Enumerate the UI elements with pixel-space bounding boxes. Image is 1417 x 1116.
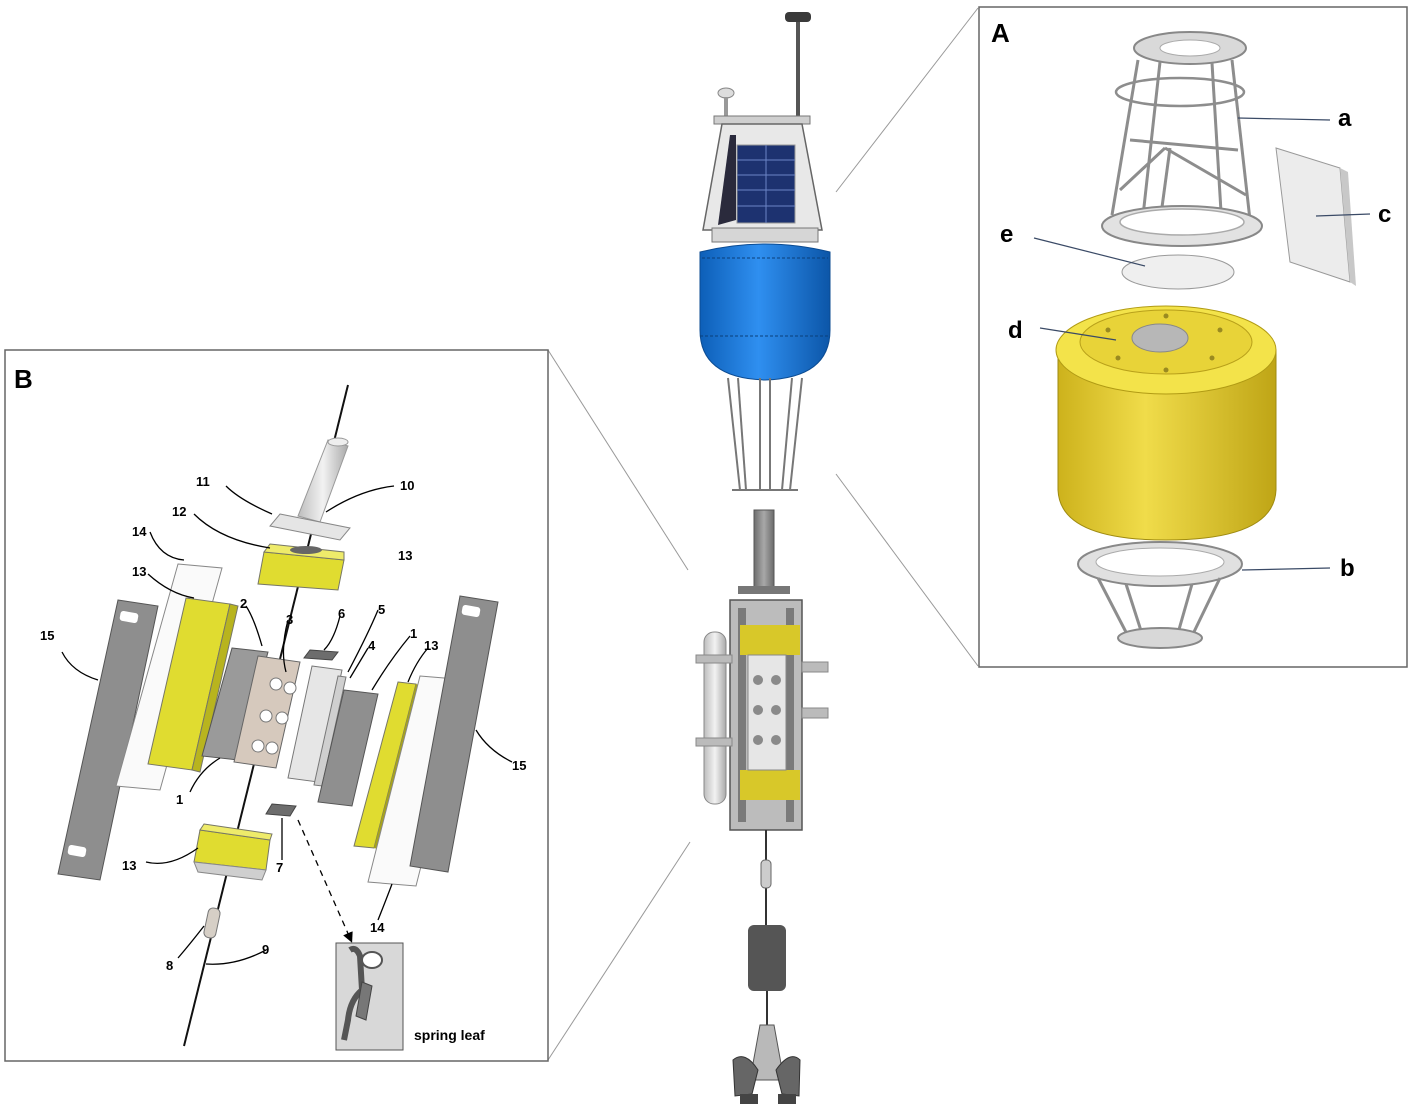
- label-14-top: 14: [132, 524, 147, 539]
- solar-panel-c: [1275, 147, 1356, 286]
- panel-b-frame: [4, 349, 549, 1062]
- label-13-bottom: 13: [122, 858, 136, 873]
- plate-15-right: [409, 595, 499, 873]
- tower-frame-a: [1101, 31, 1263, 247]
- flange-11: [269, 513, 351, 541]
- swivel-8: [203, 907, 221, 939]
- sensor-plate-2: [233, 655, 301, 769]
- solar-tower: [702, 123, 823, 231]
- sensor-cage: [695, 599, 829, 831]
- label-e: e: [1000, 221, 1013, 248]
- panel-a-frame: [978, 6, 1408, 668]
- panel-b: B: [4, 349, 549, 1062]
- label-13-right: 13: [424, 638, 438, 653]
- label-10: 10: [400, 478, 414, 493]
- label-11: 11: [196, 474, 210, 489]
- label-c: c: [1378, 201, 1391, 228]
- block-13-left: [147, 597, 239, 773]
- label-1-left: 1: [176, 792, 183, 807]
- label-d: d: [1008, 317, 1023, 344]
- label-14-bottom: 14: [370, 920, 385, 935]
- label-9: 9: [262, 942, 269, 957]
- label-15-left: 15: [40, 628, 54, 643]
- label-13-left: 13: [132, 564, 146, 579]
- block-13-bottom: [193, 823, 273, 881]
- ballast-weight: [748, 925, 786, 991]
- zoom-connector-lines: [547, 7, 979, 1061]
- label-b: b: [1340, 555, 1355, 582]
- label-a: a: [1338, 105, 1352, 132]
- connecting-tube: [753, 509, 775, 591]
- float-d: [1055, 305, 1277, 541]
- panel-a-title: A: [991, 18, 1010, 48]
- label-7: 7: [276, 860, 283, 875]
- label-2: 2: [240, 596, 247, 611]
- label-4: 4: [368, 638, 376, 653]
- block-6: [303, 649, 339, 661]
- clip-7: [265, 803, 297, 817]
- bottom-frame-legs: [727, 377, 803, 491]
- top-block-12: [257, 543, 345, 591]
- label-12: 12: [172, 504, 186, 519]
- gps-sensor: [717, 87, 735, 117]
- buoy-float-blue: [699, 243, 831, 381]
- top-platform: [713, 115, 811, 125]
- panel-a: A a c e: [978, 6, 1408, 668]
- panel-b-title: B: [14, 364, 33, 394]
- label-1-right: 1: [410, 626, 417, 641]
- leader-lines: [61, 485, 513, 965]
- label-8: 8: [166, 958, 173, 973]
- antenna: [785, 12, 811, 117]
- anchor: [732, 1024, 801, 1104]
- spring-leaf-caption: spring leaf: [414, 1027, 485, 1043]
- label-15-right: 15: [512, 758, 526, 773]
- inset-arrow: [297, 819, 353, 943]
- tube-10: [297, 437, 349, 523]
- plate-e: [1121, 254, 1235, 290]
- swivel: [760, 859, 772, 889]
- funnel-frame-b: [1077, 541, 1243, 649]
- label-13-top: 13: [398, 548, 412, 563]
- buoy-assembly: [695, 12, 831, 1104]
- block-1-right: [317, 689, 379, 807]
- label-6: 6: [338, 606, 345, 621]
- spring-leaf-inset: [335, 942, 404, 1051]
- label-5: 5: [378, 602, 385, 617]
- label-3: 3: [286, 612, 293, 627]
- plate-15-left: [57, 599, 159, 881]
- solar-panel: [736, 144, 796, 224]
